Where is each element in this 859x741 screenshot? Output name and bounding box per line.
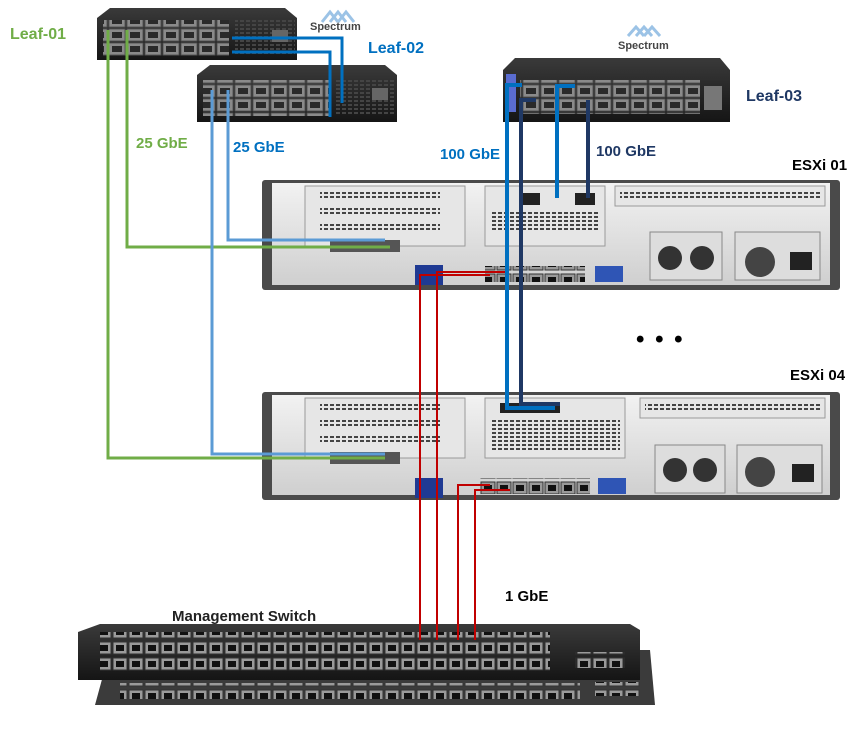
cable-leaf02-esxi04: [210, 90, 385, 456]
leaf02-label: Leaf-02: [368, 40, 425, 57]
leaf03-switch: [503, 58, 730, 122]
leaf02-switch: [197, 65, 397, 122]
cable-isl-1: [232, 36, 344, 103]
spectrum-logo: Spectrum: [618, 24, 669, 52]
leaf03-speed-label-a: 100 GbE: [440, 146, 501, 163]
esxi01-server: [262, 180, 840, 290]
esxi04-label: ESXi 04: [790, 367, 846, 384]
cable-esxi01-mgmt-a: [419, 274, 490, 640]
svg-text:Spectrum: Spectrum: [310, 21, 361, 33]
leaf02-speed-label: 25 GbE: [233, 139, 285, 156]
cable-leaf03-esxi04-b: [519, 98, 560, 406]
svg-text:Spectrum: Spectrum: [618, 40, 669, 52]
cable-leaf01-esxi04: [106, 30, 385, 460]
leaf03-speed-label-b: 100 GbE: [596, 143, 657, 160]
leaf03-label: Leaf-03: [746, 88, 803, 105]
cable-esxi01-mgmt-b: [436, 271, 505, 640]
esxi04-server: [262, 392, 840, 500]
leaf01-speed-label: 25 GbE: [136, 135, 188, 152]
cable-esxi04-mgmt-b: [474, 489, 510, 640]
cable-leaf03-esxi01-a: [555, 84, 575, 198]
esxi01-label: ESXi 01: [792, 157, 848, 174]
cable-esxi04-mgmt-a: [457, 484, 490, 640]
management-switch: [78, 624, 640, 680]
cable-leaf02-esxi01: [226, 90, 385, 242]
ellipsis-more-servers: • • •: [636, 326, 685, 353]
spectrum-logo: Spectrum: [310, 9, 361, 33]
cable-isl-2: [232, 50, 332, 117]
cable-leaf01-esxi01: [125, 30, 390, 249]
mgmt-switch-label: Management Switch: [172, 608, 317, 625]
mgmt-speed-label: 1 GbE: [505, 588, 549, 605]
leaf01-label: Leaf-01: [10, 26, 67, 43]
cable-leaf03-esxi04-a: [505, 83, 555, 410]
